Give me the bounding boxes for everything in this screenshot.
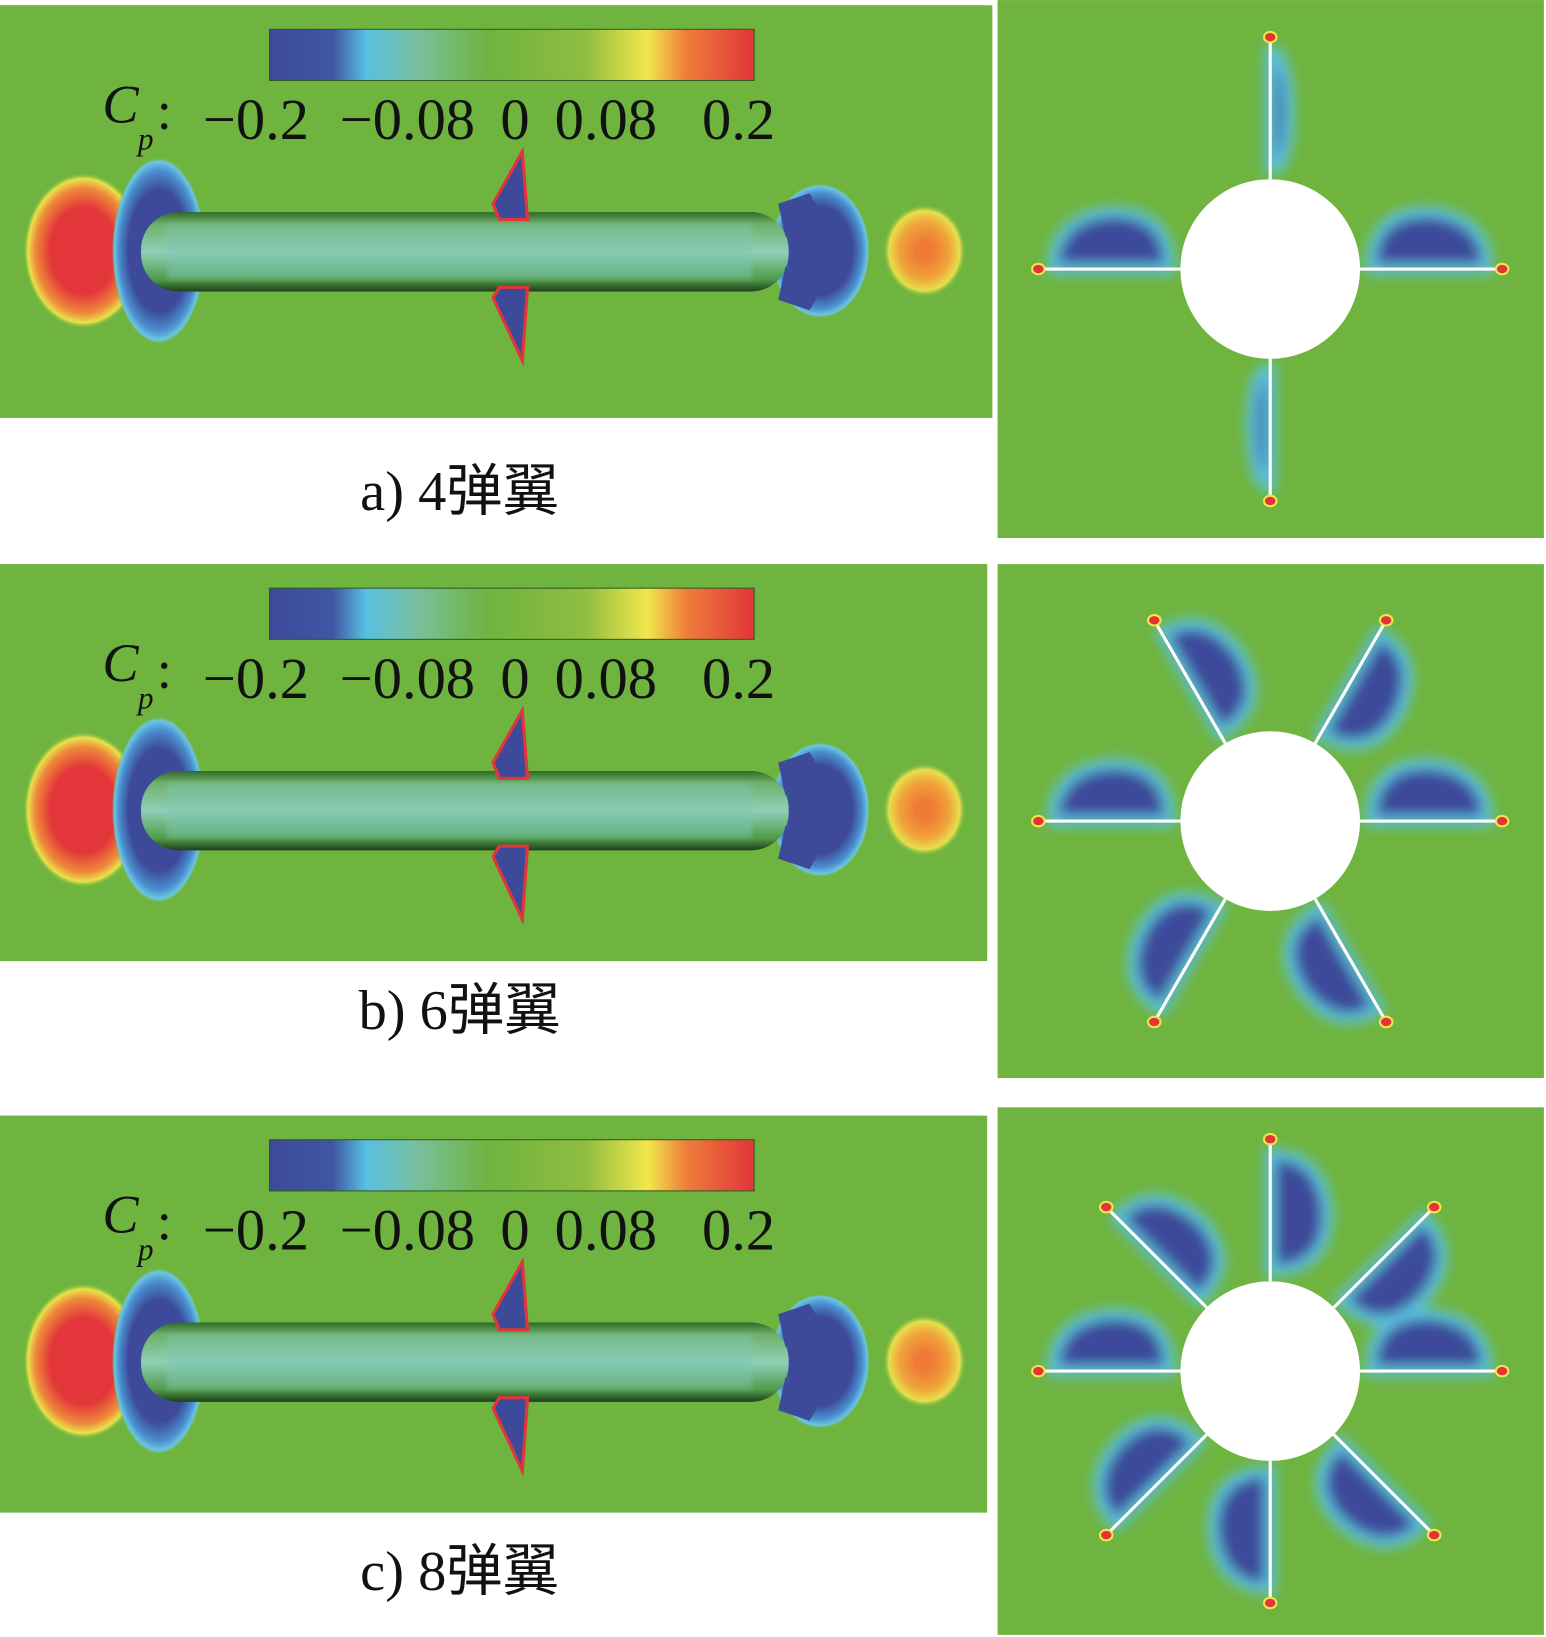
fin-tip-high-pressure — [1426, 1528, 1442, 1542]
colorbar-colon: : — [157, 81, 172, 141]
fin-tip-high-pressure — [1098, 1200, 1114, 1214]
side-view-contour: Cp: −0.2 −0.08 0 0.08 0.2 — [0, 5, 993, 418]
fin-tip-high-pressure — [1146, 1015, 1162, 1029]
low-pressure-lobe — [1127, 892, 1228, 1017]
low-pressure-lobe — [1047, 758, 1176, 827]
colorbar — [268, 1139, 755, 1192]
colorbar-tick-label: −0.08 — [340, 646, 475, 711]
colorbar-tick-label: −0.08 — [340, 87, 475, 152]
low-pressure-regions — [1047, 1148, 1493, 1594]
colorbar-tick-label: −0.08 — [340, 1197, 475, 1262]
panel-caption: b) 6弹翼 — [359, 980, 561, 1042]
colorbar-tick-label: 0 — [500, 646, 529, 711]
low-pressure-lobe — [1315, 1434, 1432, 1548]
colorbar-tick-label: −0.2 — [203, 646, 309, 711]
fin-tip-high-pressure — [1262, 30, 1278, 44]
fin-tip-high-pressure — [1378, 614, 1394, 627]
cross-section-contour — [997, 564, 1544, 1079]
low-pressure-lobe — [1207, 1466, 1276, 1594]
fin — [1155, 623, 1227, 745]
colorbar — [268, 28, 755, 82]
colorbar-symbol: C — [102, 74, 139, 134]
low-pressure-lobe — [1265, 46, 1295, 174]
low-pressure-lobe — [1246, 364, 1276, 492]
colorbar-symbol: C — [102, 633, 139, 693]
fin-tip-high-pressure — [1262, 1132, 1278, 1146]
colorbar-subscript: p — [136, 121, 154, 156]
side-view-contour: Cp: −0.2 −0.08 0 0.08 0.2 — [0, 564, 987, 961]
colorbar-tick-label: 0.2 — [702, 646, 775, 711]
panel-b: Cp: −0.2 −0.08 0 0.08 0.2 b) 6弹翼 — [0, 564, 1544, 1079]
low-pressure-lobe — [1047, 206, 1176, 275]
low-pressure-lobe — [1313, 625, 1414, 750]
fin-tip-high-pressure — [1146, 614, 1162, 627]
colorbar-subscript: p — [136, 680, 154, 715]
missile-body-cross-section — [1180, 1281, 1361, 1461]
colorbar-tick-label: 0.2 — [702, 87, 775, 152]
cross-section-contour — [997, 0, 1544, 539]
fin — [1108, 1433, 1208, 1534]
fin-tip-high-pressure — [1031, 814, 1046, 828]
panel-caption: c) 8弹翼 — [360, 1541, 559, 1603]
fin-tip-high-pressure — [1262, 1596, 1278, 1610]
colorbar-tick-label: 0.08 — [555, 87, 657, 152]
fin — [1313, 623, 1386, 745]
colorbar-tick-label: 0 — [500, 87, 529, 152]
colorbar-tick-label: −0.2 — [203, 87, 309, 152]
low-pressure-lobe — [1365, 758, 1493, 827]
side-view-contour: Cp: −0.2 −0.08 0 0.08 0.2 — [0, 1116, 987, 1513]
fin-tip-high-pressure — [1494, 814, 1510, 828]
cross-section-contour — [997, 1107, 1544, 1635]
fin — [1155, 898, 1227, 1020]
fin — [1313, 898, 1386, 1020]
panel-caption: a) 4弹翼 — [360, 461, 559, 523]
colorbar-tick-label: 0 — [500, 1197, 529, 1262]
low-pressure-lobe — [1365, 1308, 1493, 1377]
low-pressure-lobe — [1365, 206, 1493, 275]
colorbar-colon: : — [157, 1191, 172, 1251]
low-pressure-lobe — [1109, 1194, 1225, 1308]
panel-c: Cp: −0.2 −0.08 0 0.08 0.2 c) 8弹翼 — [0, 1107, 1544, 1635]
low-pressure-lobe — [1283, 900, 1387, 1024]
colorbar-symbol: C — [102, 1185, 139, 1245]
low-pressure-lobe — [1154, 618, 1257, 742]
fin — [1108, 1208, 1208, 1309]
fin — [1332, 1208, 1433, 1309]
missile-body-cross-section — [1180, 731, 1361, 911]
fin-tip-high-pressure — [1262, 494, 1278, 508]
colorbar-tick-label: −0.2 — [203, 1197, 309, 1262]
fin-tip-high-pressure — [1426, 1200, 1442, 1214]
fin-tip-high-pressure — [1031, 1364, 1046, 1378]
fin-tip-high-pressure — [1098, 1528, 1114, 1542]
colorbar — [268, 587, 755, 640]
low-pressure-lobe — [1333, 1210, 1448, 1326]
panel-a: Cp: −0.2 −0.08 0 0.08 0.2 a) 4弹翼 — [0, 0, 1544, 539]
low-pressure-regions — [1047, 618, 1493, 1024]
colorbar-colon: : — [157, 639, 172, 699]
fin-tip-high-pressure — [1378, 1015, 1394, 1029]
low-pressure-regions — [1047, 46, 1493, 492]
fin-tip-high-pressure — [1031, 262, 1046, 276]
colorbar-tick-label: 0.2 — [702, 1197, 775, 1262]
fin-tip-high-pressure — [1494, 262, 1510, 276]
low-pressure-lobe — [1047, 1308, 1176, 1377]
low-pressure-lobe — [1093, 1416, 1207, 1533]
fin — [1332, 1433, 1433, 1534]
colorbar-tick-label: 0.08 — [555, 1197, 657, 1262]
fin-tip-high-pressure — [1494, 1364, 1510, 1378]
colorbar-tick-label: 0.08 — [555, 646, 657, 711]
missile-body-cross-section — [1180, 179, 1361, 359]
low-pressure-lobe — [1265, 1148, 1333, 1277]
colorbar-subscript: p — [136, 1232, 154, 1267]
